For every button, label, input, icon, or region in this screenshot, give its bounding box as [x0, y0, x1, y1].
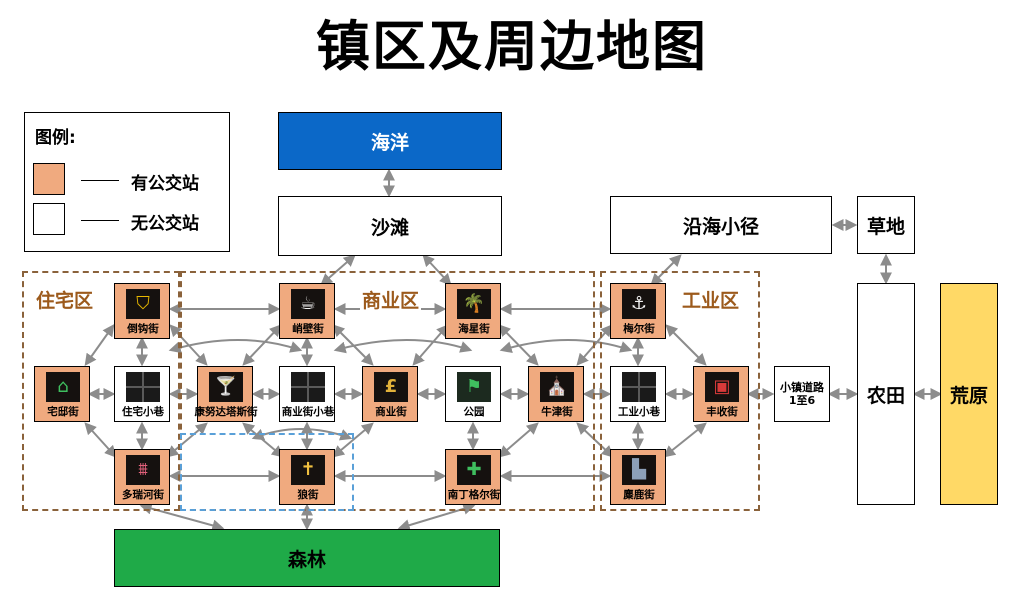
- town-road-label: 小镇道路: [780, 381, 824, 394]
- street-duoruihe: ⩩ 多瑞河街: [114, 449, 170, 505]
- bus-swatch: [33, 163, 65, 195]
- street-label: 康努达塔斯街: [194, 406, 258, 418]
- church-icon: ⛪: [540, 372, 574, 402]
- farm-area: 农田: [857, 283, 915, 505]
- street-zhaiyou: ⌂ 宅邸街: [34, 366, 90, 422]
- street-gongye-xiang: 工业小巷: [610, 366, 666, 422]
- legend-title: 图例:: [35, 128, 76, 148]
- crossroad-icon: [291, 372, 325, 402]
- crossroad-icon: [126, 372, 160, 402]
- street-label: 梅尔街: [623, 323, 655, 335]
- street-daogou: ⛉ 倒钩街: [114, 283, 170, 339]
- meadow-area: 草地: [857, 196, 915, 254]
- legend-dash: [81, 180, 119, 181]
- street-label: 商业街小巷: [281, 406, 335, 418]
- street-label: 倒钩街: [127, 323, 159, 335]
- street-milu: ▙ 麋鹿街: [610, 449, 666, 505]
- street-kangnuodatasi: 🍸 康努达塔斯街: [195, 366, 258, 422]
- street-shaobi: ☕ 峭壁街: [279, 283, 335, 339]
- street-haixing: 🌴 海星街: [445, 283, 501, 339]
- street-niujin: ⛪ 牛津街: [528, 366, 584, 422]
- street-label: 峭壁街: [292, 323, 324, 335]
- wasteland-area: 荒原: [940, 283, 998, 505]
- street-zhuzhai-xiang: 住宅小巷: [114, 366, 170, 422]
- street-shangye-xiang: 商业街小巷: [279, 366, 335, 422]
- coffee-cup-icon: ☕: [291, 289, 325, 319]
- legend-row-bus: 有公交站: [33, 163, 223, 197]
- commercial-zone: [180, 271, 595, 511]
- legend-dash: [81, 220, 119, 221]
- street-fengshou: ▣ 丰收街: [693, 366, 749, 422]
- street-meier: ⚓ 梅尔街: [610, 283, 666, 339]
- cross-lamp-icon: ✝: [291, 455, 325, 485]
- hospital-icon: ✚: [457, 455, 491, 485]
- street-lang: ✝ 狼街: [279, 449, 335, 505]
- street-label: 南丁格尔街: [447, 489, 501, 501]
- town-road-range: 1至6: [788, 394, 816, 407]
- palm-tree-icon: 🌴: [457, 289, 491, 319]
- factory-icon: ▙: [622, 455, 656, 485]
- pound-sign-icon: £: [374, 372, 408, 402]
- nobus-swatch: [33, 203, 65, 235]
- street-label: 麋鹿街: [623, 489, 655, 501]
- beach-area: 沙滩: [278, 196, 502, 256]
- coast-path-area: 沿海小径: [610, 196, 832, 254]
- street-label: 商业街: [375, 406, 407, 418]
- residential-zone: [22, 271, 180, 511]
- residential-zone-label: 住宅区: [34, 286, 96, 313]
- street-label: 多瑞河街: [122, 489, 164, 501]
- town-road-node: 小镇道路 1至6: [774, 366, 830, 422]
- street-label: 丰收街: [706, 406, 738, 418]
- bridge-icon: ⩩: [126, 455, 160, 485]
- ocean-area: 海洋: [278, 112, 502, 170]
- street-shangye: £ 商业街: [362, 366, 418, 422]
- flag-icon: ⚑: [457, 372, 491, 402]
- industrial-zone-label: 工业区: [680, 286, 742, 313]
- street-label: 海星街: [458, 323, 490, 335]
- street-label: 工业小巷: [618, 406, 660, 418]
- lang-subzone: [180, 433, 354, 511]
- barn-icon: ▣: [705, 372, 739, 402]
- street-label: 狼街: [297, 489, 319, 501]
- legend: 图例: 有公交站 无公交站: [24, 112, 230, 252]
- commercial-zone-label: 商业区: [360, 286, 422, 313]
- industrial-zone: [600, 271, 760, 511]
- street-label: 牛津街: [541, 406, 573, 418]
- legend-nobus-label: 无公交站: [131, 214, 199, 234]
- legend-bus-label: 有公交站: [131, 174, 199, 194]
- crossroad-icon: [622, 372, 656, 402]
- cocktail-icon: 🍸: [209, 372, 243, 402]
- page-title: 镇区及周边地图: [316, 15, 708, 78]
- street-gongyuan: ⚑ 公园: [445, 366, 501, 422]
- forest-area: 森林: [114, 529, 500, 587]
- street-nandinggeer: ✚ 南丁格尔街: [445, 449, 501, 505]
- anchor-icon: ⚓: [622, 289, 656, 319]
- street-label: 公园: [463, 406, 485, 418]
- street-label: 宅邸街: [47, 406, 79, 418]
- legend-row-nobus: 无公交站: [33, 203, 223, 237]
- street-label: 住宅小巷: [122, 406, 164, 418]
- house-icon: ⌂: [46, 372, 80, 402]
- shield-icon: ⛉: [126, 289, 160, 319]
